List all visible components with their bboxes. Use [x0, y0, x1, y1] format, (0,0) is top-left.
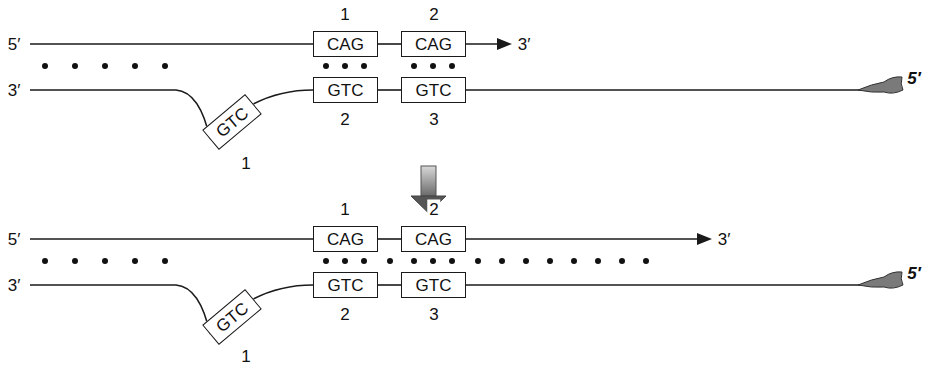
dot — [499, 258, 505, 264]
dot — [323, 63, 329, 69]
sequence-box: CAG — [313, 226, 378, 252]
base-sequence: CAG — [327, 231, 364, 248]
strand-connector — [253, 90, 313, 104]
dot — [42, 63, 48, 69]
base-sequence: GTC — [416, 277, 452, 294]
dot — [102, 63, 108, 69]
connector-line — [378, 284, 401, 286]
dot — [449, 63, 455, 69]
strand-end-label: 5′ — [6, 230, 23, 249]
repeat-number: 1 — [338, 5, 351, 24]
looped-out-repeat: GTC — [202, 289, 262, 345]
dot — [571, 258, 577, 264]
arrowhead — [697, 233, 712, 245]
strand-line — [30, 238, 313, 240]
connector-line — [253, 285, 313, 299]
dot — [342, 258, 348, 264]
base-sequence: GTC — [416, 82, 452, 99]
repeat-number: 2 — [427, 5, 440, 24]
repeat-number: 2 — [427, 200, 440, 219]
strand-connector — [378, 44, 401, 45]
connector-line — [378, 89, 401, 91]
repeat-number: 1 — [338, 200, 351, 219]
dot — [361, 63, 367, 69]
strand-line — [466, 238, 700, 240]
strand-tail — [858, 272, 903, 288]
base-sequence: CAG — [415, 36, 452, 53]
strand-end-label: 3′ — [6, 276, 23, 295]
dot — [430, 258, 436, 264]
dot — [449, 258, 455, 264]
dot — [42, 258, 48, 264]
dna-strands — [30, 44, 862, 334]
strand-line — [30, 90, 210, 139]
dot — [523, 258, 529, 264]
strand-line — [466, 284, 862, 286]
dot — [595, 258, 601, 264]
strand-end-label: 5′ — [905, 264, 923, 283]
strand-connector — [378, 285, 401, 286]
dot — [547, 258, 553, 264]
arrow-shaft — [421, 166, 436, 196]
dot — [619, 258, 625, 264]
strand-end-label: 5′ — [905, 69, 923, 88]
strand-line — [30, 285, 210, 334]
dot — [430, 63, 436, 69]
strand-connector — [378, 90, 401, 91]
dot — [323, 258, 329, 264]
sequence-box: GTC — [401, 272, 466, 298]
arrowhead — [497, 38, 512, 50]
connector-line — [378, 238, 401, 240]
strand-tail — [858, 77, 903, 93]
dot — [411, 258, 417, 264]
sequence-box: CAG — [401, 226, 466, 252]
strand-line — [466, 43, 500, 45]
repeat-number: 1 — [239, 154, 252, 173]
strand-line — [466, 89, 862, 91]
dot — [387, 258, 393, 264]
base-sequence: GTC — [213, 299, 251, 335]
strand-tails — [858, 77, 903, 288]
base-sequence: CAG — [327, 36, 364, 53]
connector-line — [378, 43, 401, 45]
base-sequence: CAG — [415, 231, 452, 248]
repeat-number: 2 — [338, 305, 351, 324]
strand-end-label: 3′ — [716, 230, 733, 249]
connector-line — [253, 90, 313, 104]
repeat-number: 2 — [338, 110, 351, 129]
dot — [132, 258, 138, 264]
dot — [475, 258, 481, 264]
dot — [102, 258, 108, 264]
dot — [411, 63, 417, 69]
strand-connector — [253, 285, 313, 299]
dot — [162, 63, 168, 69]
dot — [162, 258, 168, 264]
sequence-box: GTC — [313, 272, 378, 298]
strand-connector — [378, 239, 401, 240]
dot — [342, 63, 348, 69]
repeat-number: 1 — [239, 347, 252, 366]
strand-end-label: 5′ — [6, 35, 23, 54]
repeat-number: 3 — [427, 110, 440, 129]
looped-out-repeat: GTC — [202, 94, 262, 150]
dot — [72, 63, 78, 69]
dot — [72, 258, 78, 264]
dot — [132, 63, 138, 69]
dot — [361, 258, 367, 264]
base-sequence: GTC — [328, 82, 364, 99]
arrowheads — [497, 38, 712, 245]
base-pair-dots — [42, 63, 649, 264]
strand-end-label: 3′ — [516, 35, 533, 54]
dot — [643, 258, 649, 264]
sequence-box: GTC — [313, 77, 378, 103]
sequence-box: CAG — [401, 31, 466, 57]
strand-line — [30, 43, 313, 45]
strand-end-label: 3′ — [6, 81, 23, 100]
base-sequence: GTC — [328, 277, 364, 294]
base-sequence: GTC — [213, 104, 251, 140]
repeat-number: 3 — [427, 305, 440, 324]
sequence-box: GTC — [401, 77, 466, 103]
sequence-box: CAG — [313, 31, 378, 57]
